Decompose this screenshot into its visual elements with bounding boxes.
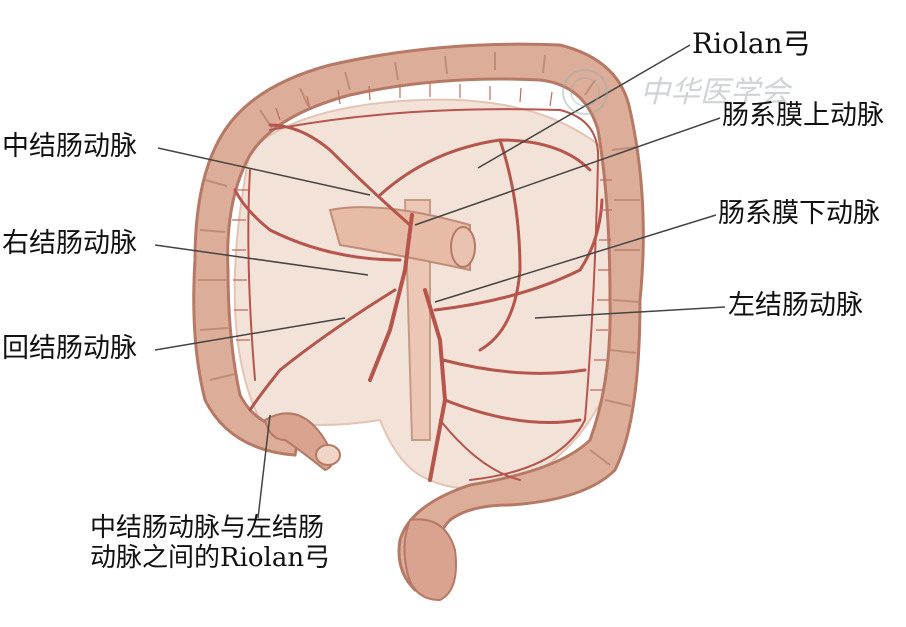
caption: 中结肠动脉与左结肠 动脉之间的Riolan弓	[90, 513, 330, 573]
left-colic-artery	[433, 198, 604, 312]
sma-trunk	[368, 213, 414, 382]
label-sma: 肠系膜上动脉	[722, 100, 884, 131]
vessel-cut	[450, 226, 476, 268]
label-riolan-arc: Riolan弓	[692, 27, 811, 60]
watermark-seal	[562, 69, 608, 115]
leader-ileocolic	[154, 317, 346, 351]
leader-caption	[257, 414, 271, 519]
label-ileocolic: 回结肠动脉	[2, 333, 137, 364]
ileocolic-artery	[248, 288, 397, 412]
leader-left-colic	[534, 306, 726, 319]
label-ima: 肠系膜下动脉	[718, 198, 880, 229]
caption-line-2: 动脉之间的Riolan弓	[90, 543, 331, 573]
leader-ima	[434, 214, 717, 303]
pancreas-stub	[328, 206, 471, 272]
middle-colic-artery	[268, 123, 412, 227]
ileum-lumen	[315, 444, 341, 466]
leader-sma	[414, 117, 721, 226]
rectum	[403, 518, 457, 602]
caption-line-1: 中结肠动脉与左结肠	[90, 513, 325, 543]
leader-riolan	[477, 44, 691, 169]
label-right-colic: 右结肠动脉	[2, 228, 137, 259]
riolan-arc	[478, 138, 522, 352]
watermark-text: 中华医学会	[640, 75, 790, 110]
right-colic-artery	[233, 188, 402, 262]
leader-middle-colic	[157, 147, 371, 196]
label-middle-colic: 中结肠动脉	[2, 131, 137, 162]
leader-lines	[154, 44, 726, 519]
vasa-recta	[232, 83, 612, 391]
leader-right-colic	[154, 244, 369, 276]
ima-trunk	[423, 288, 448, 482]
haustra	[198, 52, 640, 466]
label-left-colic: 左结肠动脉	[728, 290, 863, 321]
